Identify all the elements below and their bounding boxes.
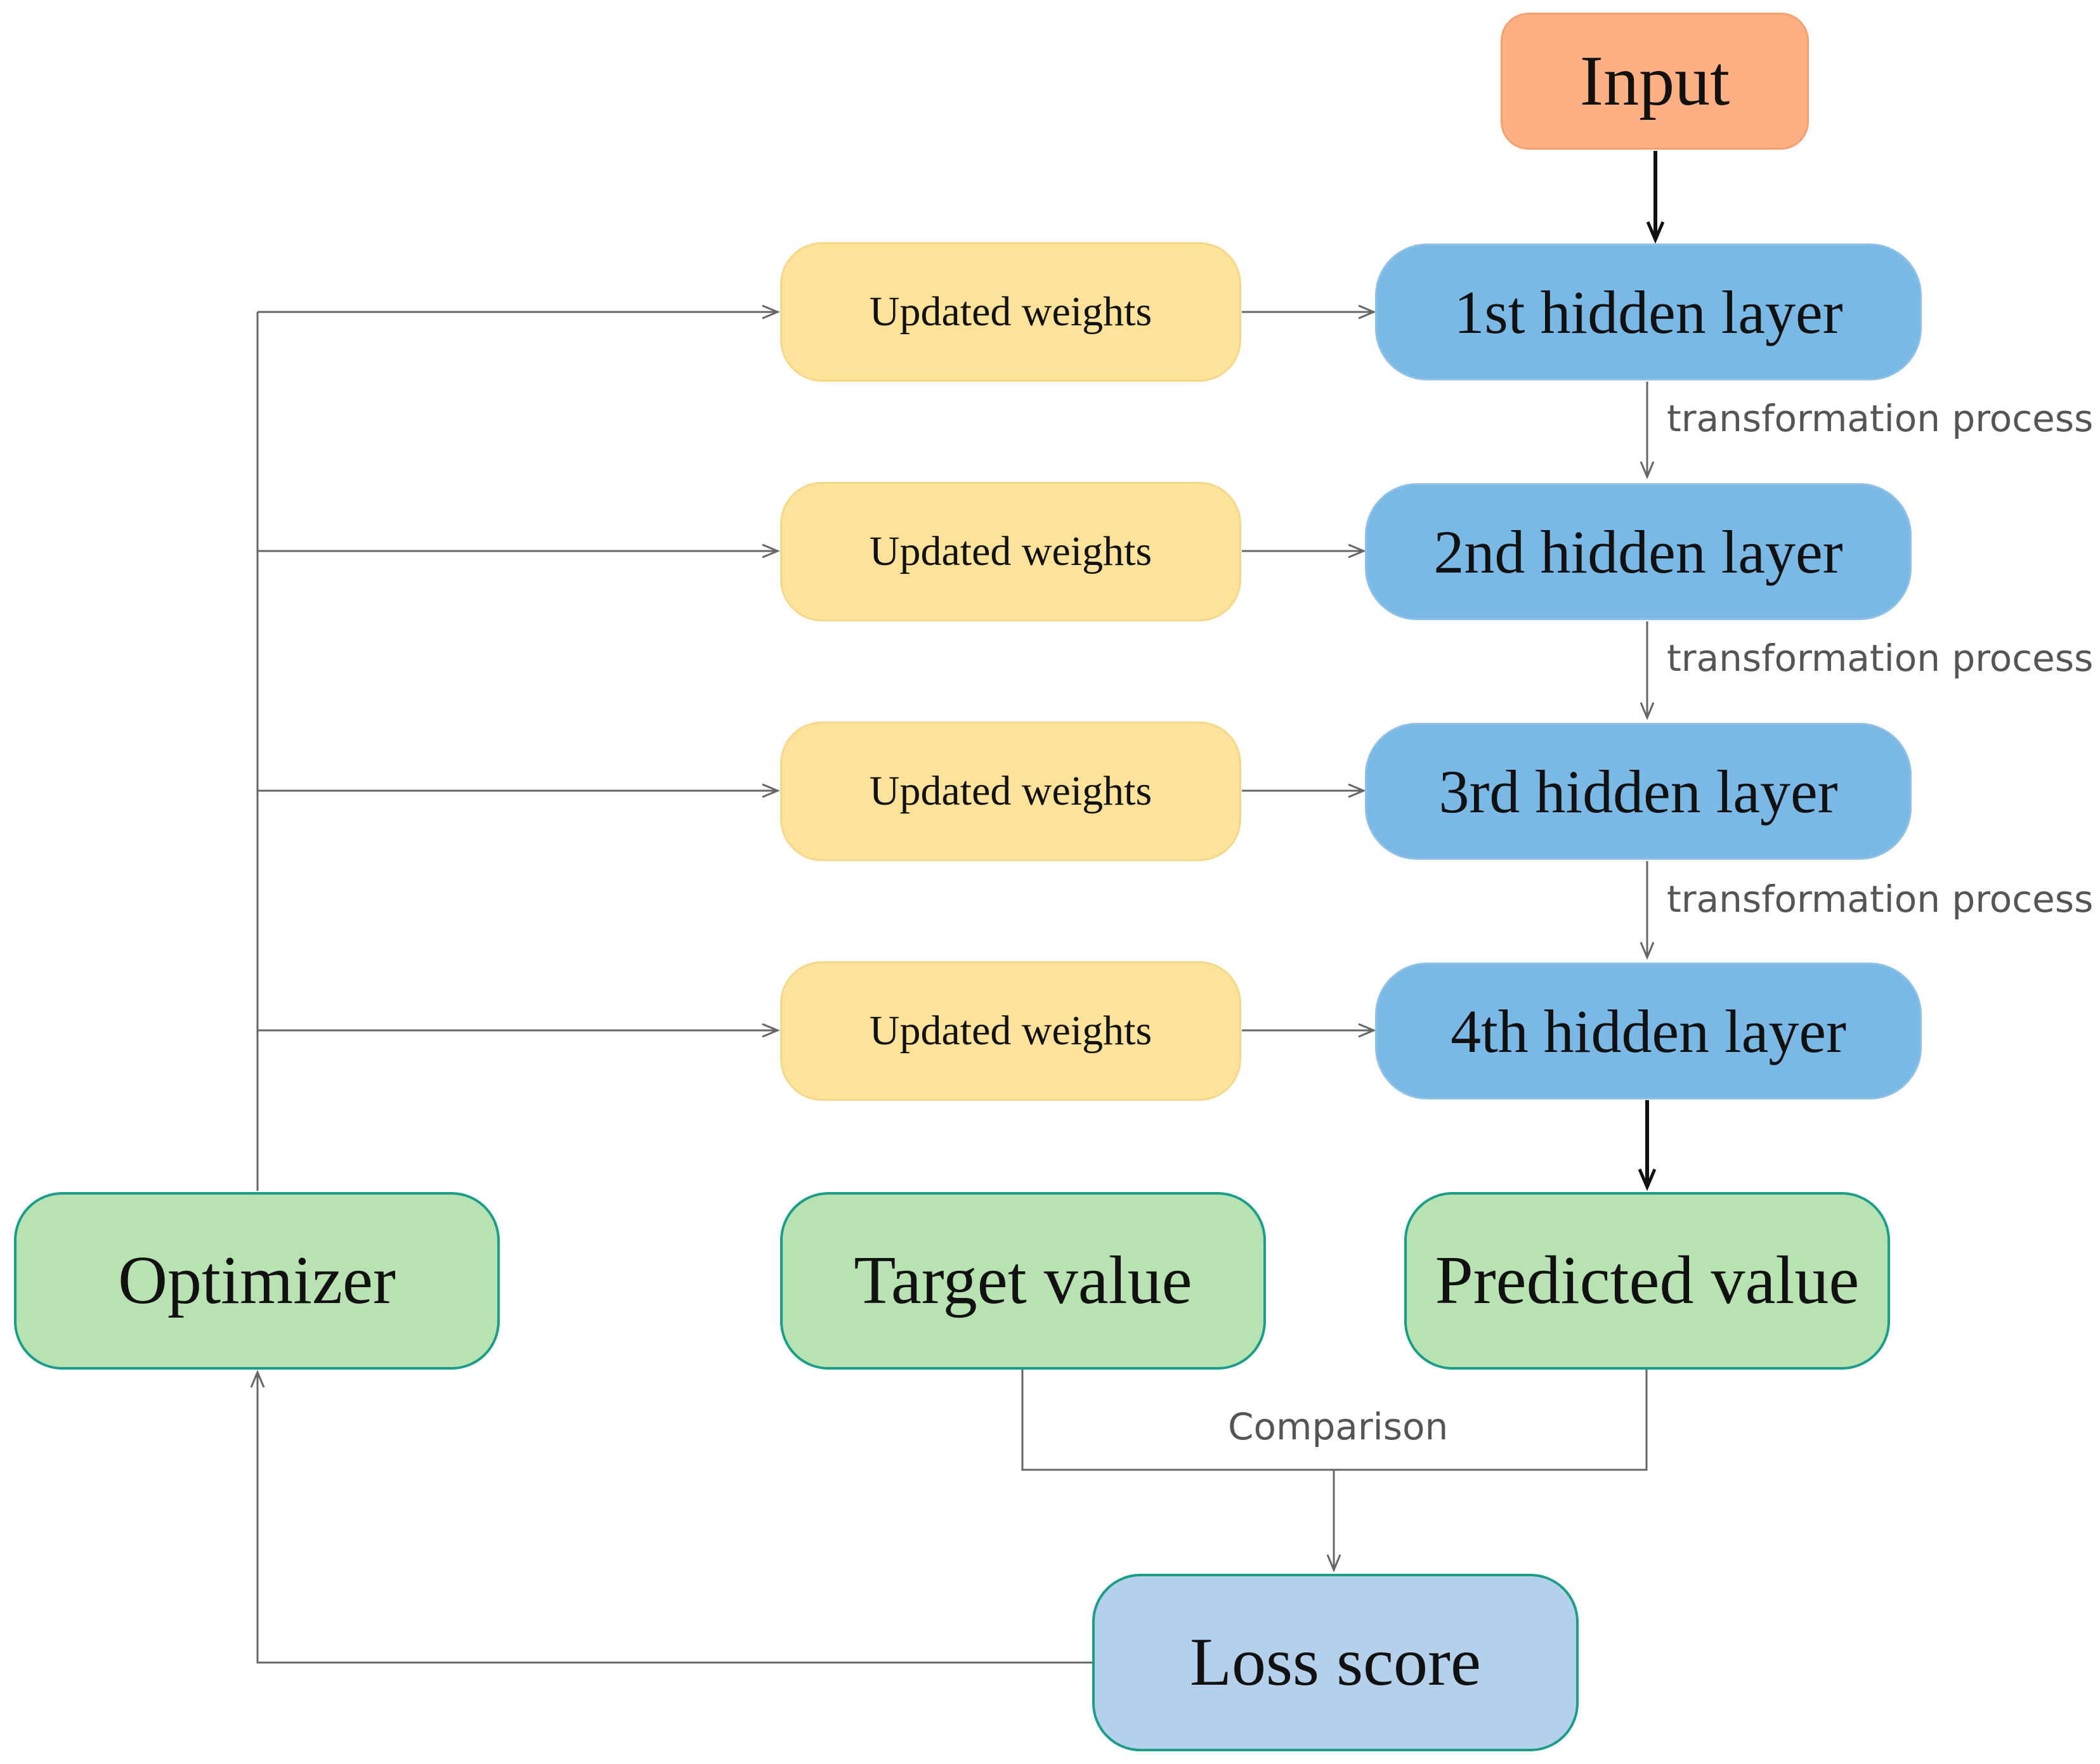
edge-loss-to-optimizer [250,1370,1092,1664]
updated-weights-1-node: Updated weights [780,242,1241,382]
transformation-label-1: transformation process [1667,397,2094,440]
optimizer-node: Optimizer [14,1192,500,1370]
comparison-label: Comparison [1228,1405,1449,1448]
hidden-layer-4-node: 4th hidden layer [1375,963,1922,1099]
transformation-label-2: transformation process [1667,637,2094,680]
updated-weights-2-node: Updated weights [780,482,1241,621]
hidden-layer-1-node: 1st hidden layer [1375,243,1922,380]
updated-weights-3-node: Updated weights [780,722,1241,861]
hidden-layer-3-node: 3rd hidden layer [1365,723,1912,860]
hidden-layer-2-node: 2nd hidden layer [1365,483,1912,620]
updated-weights-4-node: Updated weights [780,961,1241,1101]
target-value-node: Target value [780,1192,1266,1370]
loss-score-node: Loss score [1092,1574,1579,1751]
input-node: Input [1501,13,1809,150]
transformation-label-3: transformation process [1667,878,2094,921]
predicted-value-node: Predicted value [1404,1192,1890,1370]
